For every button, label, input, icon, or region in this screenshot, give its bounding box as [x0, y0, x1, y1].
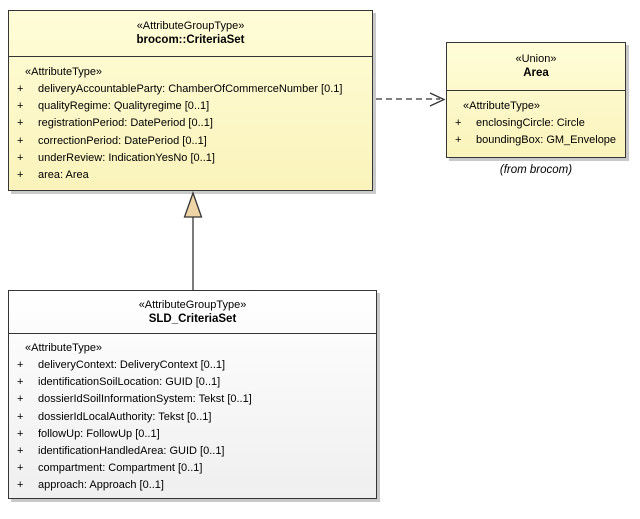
attribute-row: + identificationHandledArea: GUID [0..1] [9, 443, 376, 460]
attribute-text: dossierIdSoilInformationSystem: Tekst [0… [38, 393, 252, 406]
attribute-row: + deliveryAccountableParty: ChamberOfCom… [9, 81, 372, 98]
visibility-marker: + [17, 393, 24, 406]
visibility-marker: + [455, 117, 462, 129]
attribute-row: + enclosingCircle: Circle [447, 115, 625, 132]
attribute-compartment: «AttributeType» + deliveryAccountablePar… [9, 57, 372, 184]
attribute-text: deliveryAccountableParty: ChamberOfComme… [38, 83, 343, 95]
class-header: «AttributeGroupType» brocom::CriteriaSet [9, 11, 372, 57]
visibility-marker: + [17, 410, 24, 423]
attribute-row: + dossierIdLocalAuthority: Tekst [0..1] [9, 409, 376, 426]
class-stereotype: «Union» [515, 53, 557, 65]
attribute-text: followUp: FollowUp [0..1] [38, 427, 160, 440]
attribute-row: + identificationSoilLocation: GUID [0..1… [9, 374, 376, 391]
visibility-marker: + [17, 134, 24, 147]
attribute-text: dossierIdLocalAuthority: Tekst [0..1] [38, 410, 212, 423]
class-name: Area [523, 67, 549, 79]
attribute-section-stereotype: «AttributeType» [25, 66, 103, 78]
attribute-compartment: «AttributeType» + deliveryContext: Deliv… [9, 334, 376, 495]
package-origin-caption: (from brocom) [499, 164, 573, 176]
attribute-text: boundingBox: GM_Envelope [476, 134, 617, 147]
attribute-text: identificationHandledArea: GUID [0..1] [38, 444, 225, 457]
class-name: SLD_CriteriaSet [148, 312, 237, 325]
dependency-connector[interactable] [376, 92, 446, 107]
visibility-marker: + [17, 168, 24, 181]
visibility-marker: + [17, 444, 24, 457]
class-header: «AttributeGroupType» SLD_CriteriaSet [9, 291, 376, 334]
attribute-row: + dossierIdSoilInformationSystem: Tekst … [9, 391, 376, 408]
attribute-section-stereotype: «AttributeType» [25, 342, 103, 354]
attribute-row: + followUp: FollowUp [0..1] [9, 426, 376, 443]
attribute-row: + deliveryContext: DeliveryContext [0..1… [9, 357, 376, 374]
attribute-section-stereotype: «AttributeType» [463, 100, 541, 112]
visibility-marker: + [17, 117, 24, 130]
attribute-text: compartment: Compartment [0..1] [38, 462, 203, 475]
attribute-text: correctionPeriod: DatePeriod [0..1] [38, 134, 207, 147]
visibility-marker: + [17, 462, 24, 475]
visibility-marker: + [17, 100, 24, 113]
class-box-sld-criteriaset[interactable]: «AttributeGroupType» SLD_CriteriaSet «At… [8, 290, 377, 499]
open-arrowhead-icon [429, 92, 446, 107]
attribute-row: + boundingBox: GM_Envelope [447, 132, 625, 149]
class-stereotype: «AttributeGroupType» [138, 298, 247, 311]
class-header: «Union» Area [447, 43, 625, 91]
attribute-row: + area: Area [9, 167, 372, 184]
attribute-text: enclosingCircle: Circle [476, 117, 585, 129]
attribute-text: deliveryContext: DeliveryContext [0..1] [38, 359, 226, 371]
attribute-text: underReview: IndicationYesNo [0..1] [38, 151, 215, 164]
attribute-compartment: «AttributeType» + enclosingCircle: Circl… [447, 91, 625, 149]
visibility-marker: + [17, 83, 24, 95]
visibility-marker: + [17, 359, 24, 371]
attribute-row: + compartment: Compartment [0..1] [9, 460, 376, 477]
visibility-marker: + [17, 151, 24, 164]
class-name: brocom::CriteriaSet [136, 34, 245, 46]
attribute-row: + correctionPeriod: DatePeriod [0..1] [9, 133, 372, 150]
class-stereotype: «AttributeGroupType» [136, 20, 245, 32]
attribute-row: + approach: Approach [0..1] [9, 477, 376, 494]
hollow-triangle-arrowhead-icon [183, 191, 203, 218]
visibility-marker: + [455, 134, 462, 147]
class-box-area[interactable]: «Union» Area «AttributeType» + enclosing… [446, 42, 626, 158]
generalization-connector[interactable] [183, 191, 203, 290]
visibility-marker: + [17, 479, 24, 492]
attribute-row: + underReview: IndicationYesNo [0..1] [9, 150, 372, 167]
attribute-row: + registrationPeriod: DatePeriod [0..1] [9, 115, 372, 132]
visibility-marker: + [17, 376, 24, 389]
attribute-text: qualityRegime: Qualityregime [0..1] [38, 100, 210, 113]
attribute-text: registrationPeriod: DatePeriod [0..1] [38, 117, 213, 130]
attribute-text: identificationSoilLocation: GUID [0..1] [38, 376, 221, 389]
attribute-row: + qualityRegime: Qualityregime [0..1] [9, 98, 372, 115]
class-box-brocom-criteriaset[interactable]: «AttributeGroupType» brocom::CriteriaSet… [8, 10, 373, 191]
attribute-text: approach: Approach [0..1] [38, 479, 164, 492]
visibility-marker: + [17, 427, 24, 440]
attribute-text: area: Area [38, 168, 89, 181]
